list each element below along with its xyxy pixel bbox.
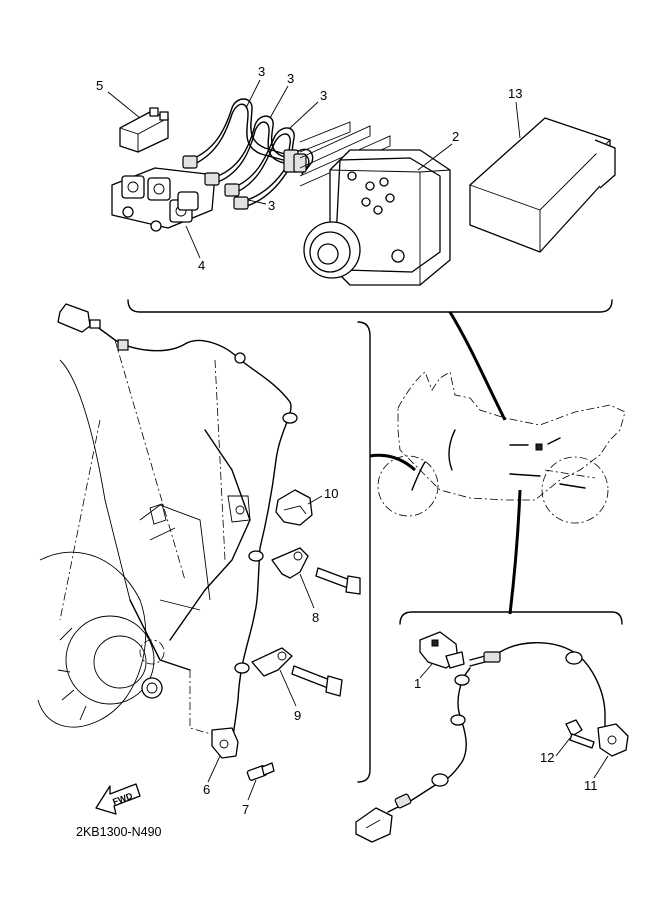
fwd-arrow-icon: FWD (95, 783, 141, 815)
rear-sensor-section: 1 12 11 (355, 611, 629, 843)
callout-11: 11 (584, 778, 598, 793)
part-2-hydraulic-unit[interactable] (303, 149, 451, 286)
callout-6: 6 (203, 782, 210, 797)
top-section-bracket (127, 299, 613, 313)
part-9-bracket[interactable] (251, 647, 293, 677)
part-5-connector[interactable] (119, 107, 169, 153)
part-13-ecu[interactable] (469, 117, 616, 253)
leader-bike-to-rear (508, 489, 522, 615)
callout-8: 8 (312, 610, 319, 625)
part-8-bolt[interactable] (315, 567, 361, 595)
part-8-bracket[interactable] (271, 547, 309, 579)
diagram-code: 2KB1300-N490 (76, 825, 162, 839)
part-12-bolt[interactable] (565, 719, 595, 749)
callout-2: 2 (452, 129, 459, 144)
callout-3b: 3 (287, 71, 294, 86)
part-6-front-wheel-sensor[interactable] (211, 727, 239, 759)
part-11-rear-wheel-sensor[interactable] (597, 723, 629, 757)
part-9-bolt[interactable] (291, 665, 343, 697)
part-3-brake-pipes[interactable] (182, 98, 314, 210)
callout-10: 10 (324, 486, 338, 501)
callout-3d: 3 (268, 198, 275, 213)
part-1-clamp[interactable] (419, 631, 465, 669)
front-fork-area (37, 339, 251, 737)
callout-3c: 3 (320, 88, 327, 103)
motorcycle-outline (377, 371, 626, 524)
callout-13: 13 (508, 86, 522, 101)
callout-9: 9 (294, 708, 301, 723)
rear-section-bracket (399, 611, 623, 625)
top-assembly-group: 5 3 3 3 3 2 13 4 (96, 64, 616, 313)
leader-top-to-bike (448, 311, 507, 421)
part-4-bracket[interactable] (111, 167, 216, 232)
callout-3a: 3 (258, 64, 265, 79)
callout-1: 1 (414, 676, 421, 691)
part-7-bolt[interactable] (246, 762, 275, 781)
center-divider-bracket (357, 321, 371, 783)
callout-4: 4 (198, 258, 205, 273)
front-sensor-harness[interactable] (57, 303, 298, 743)
callout-7: 7 (242, 802, 249, 817)
rear-sensor-harness[interactable] (355, 642, 606, 843)
leader-bike-to-front (369, 453, 417, 472)
callout-12: 12 (540, 750, 554, 765)
callout-5: 5 (96, 78, 103, 93)
part-10-clamp[interactable] (275, 489, 313, 526)
